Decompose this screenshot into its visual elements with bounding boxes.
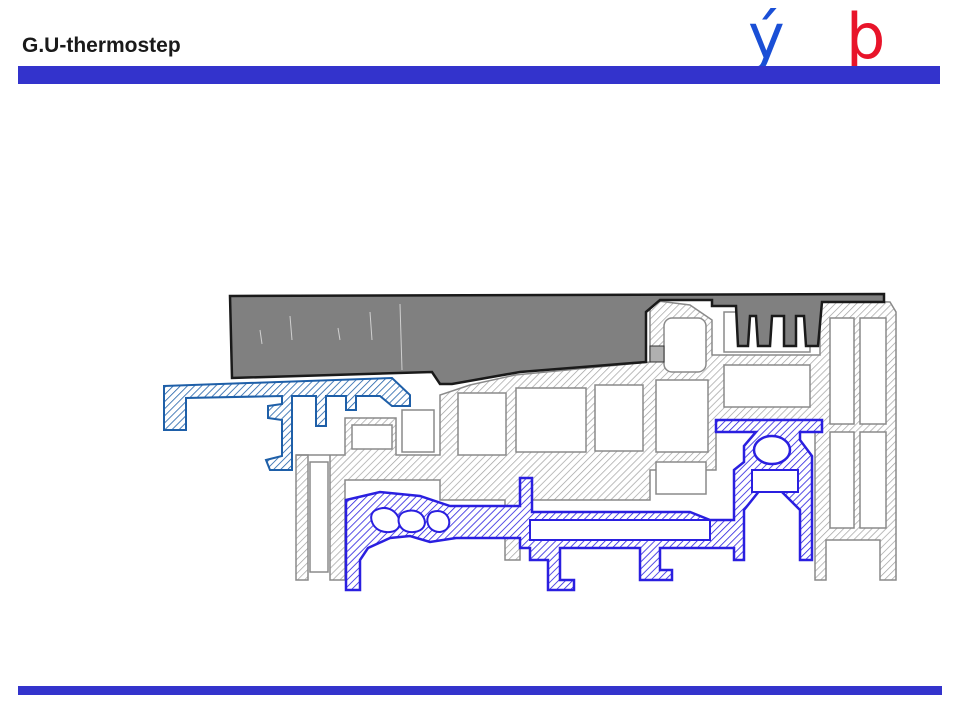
footer-divider-bar xyxy=(18,686,942,695)
thermal-break-profile xyxy=(344,418,824,592)
frame-profile xyxy=(295,299,897,581)
logo-mark-y: ý xyxy=(748,0,785,73)
threshold-cover xyxy=(228,292,886,386)
drainage-profile xyxy=(163,376,411,471)
page-title: G.U-thermostep xyxy=(22,34,181,57)
header-divider-bar xyxy=(18,66,940,84)
logo-mark-b: þ xyxy=(846,0,886,73)
